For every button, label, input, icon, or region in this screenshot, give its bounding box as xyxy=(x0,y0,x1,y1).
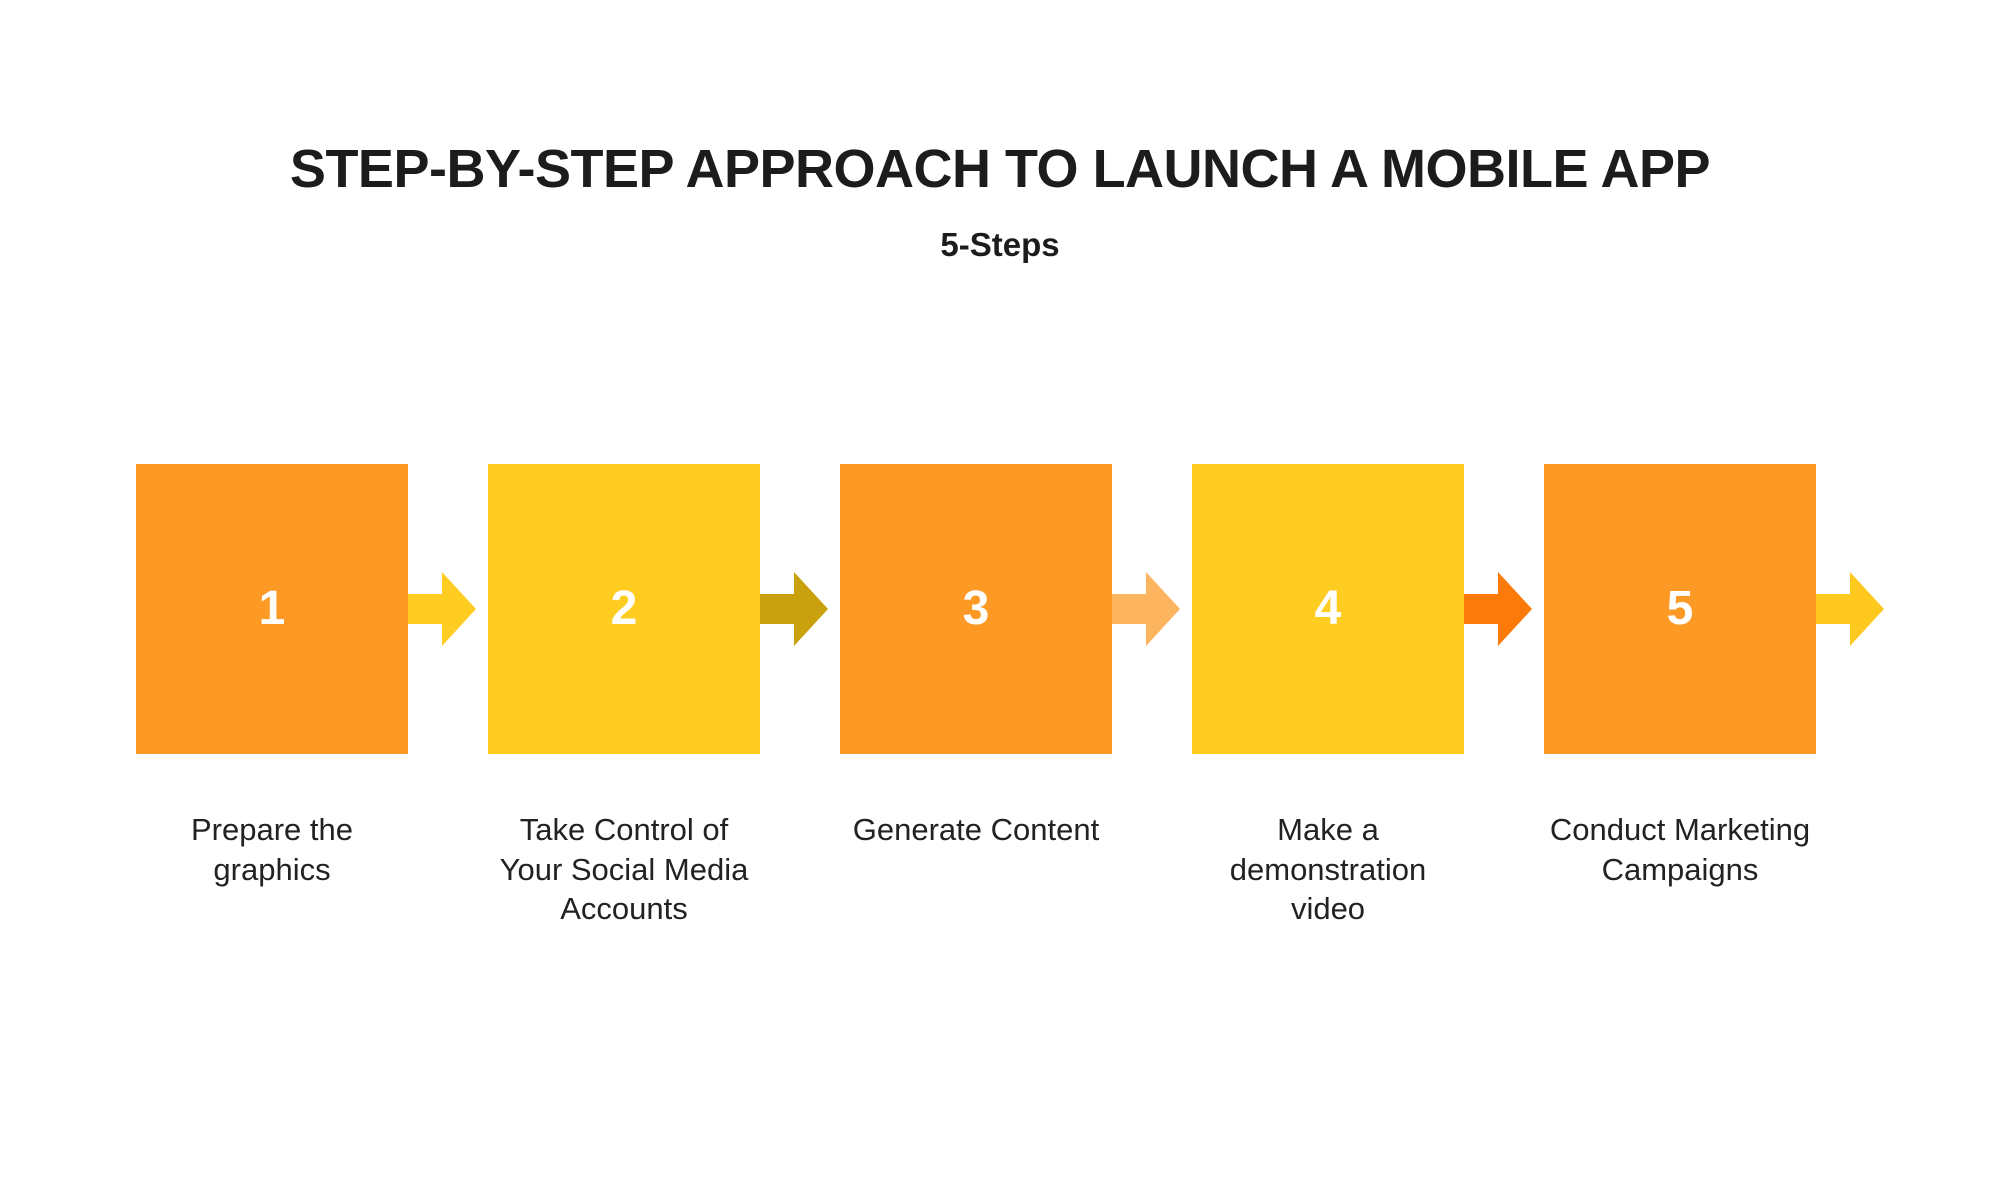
step-number-2: 2 xyxy=(610,582,638,635)
step-slot-2: 2 xyxy=(488,464,828,754)
page-subtitle: 5-Steps xyxy=(940,226,1060,264)
arrow-shape-2 xyxy=(760,572,828,646)
arrow-shape-5 xyxy=(1816,572,1884,646)
step-number-1: 1 xyxy=(258,582,286,635)
captions-row: Prepare the graphics Take Control of You… xyxy=(136,810,1936,929)
step-number-4: 4 xyxy=(1314,582,1342,635)
caption-slot-4: Make a demonstration video xyxy=(1192,810,1464,929)
arrow-shape-1 xyxy=(408,572,476,646)
step-number-3: 3 xyxy=(962,582,990,635)
step-slot-4: 4 xyxy=(1192,464,1532,754)
arrow-right-icon-3 xyxy=(1112,572,1180,646)
caption-slot-3: Generate Content xyxy=(840,810,1112,850)
arrow-shape-3 xyxy=(1112,572,1180,646)
step-slot-3: 3 xyxy=(840,464,1180,754)
step-box-5[interactable]: 5 xyxy=(1544,464,1816,754)
caption-slot-1: Prepare the graphics xyxy=(136,810,408,889)
page-title: STEP-BY-STEP APPROACH TO LAUNCH A MOBILE… xyxy=(289,139,1711,199)
step-caption-5: Conduct Marketing Campaigns xyxy=(1549,812,1811,887)
step-caption-3: Generate Content xyxy=(852,812,1100,847)
header: STEP-BY-STEP APPROACH TO LAUNCH A MOBILE… xyxy=(0,0,2000,264)
step-box-1[interactable]: 1 xyxy=(136,464,408,754)
caption-slot-5: Conduct Marketing Campaigns xyxy=(1544,810,1816,889)
step-caption-2: Take Control of Your Social Media Accoun… xyxy=(499,812,749,927)
arrow-right-icon-1 xyxy=(408,572,476,646)
step-caption-1: Prepare the graphics xyxy=(191,812,353,887)
step-slot-5: 5 xyxy=(1544,464,1884,754)
step-box-2[interactable]: 2 xyxy=(488,464,760,754)
steps-row: 1 2 3 4 xyxy=(136,464,1936,754)
step-slot-1: 1 xyxy=(136,464,476,754)
step-number-5: 5 xyxy=(1666,582,1694,635)
arrow-right-icon-5 xyxy=(1816,572,1884,646)
caption-slot-2: Take Control of Your Social Media Accoun… xyxy=(488,810,760,929)
step-box-3[interactable]: 3 xyxy=(840,464,1112,754)
arrow-right-icon-2 xyxy=(760,572,828,646)
step-caption-4: Make a demonstration video xyxy=(1229,812,1427,927)
arrow-shape-4 xyxy=(1464,572,1532,646)
arrow-right-icon-4 xyxy=(1464,572,1532,646)
step-box-4[interactable]: 4 xyxy=(1192,464,1464,754)
